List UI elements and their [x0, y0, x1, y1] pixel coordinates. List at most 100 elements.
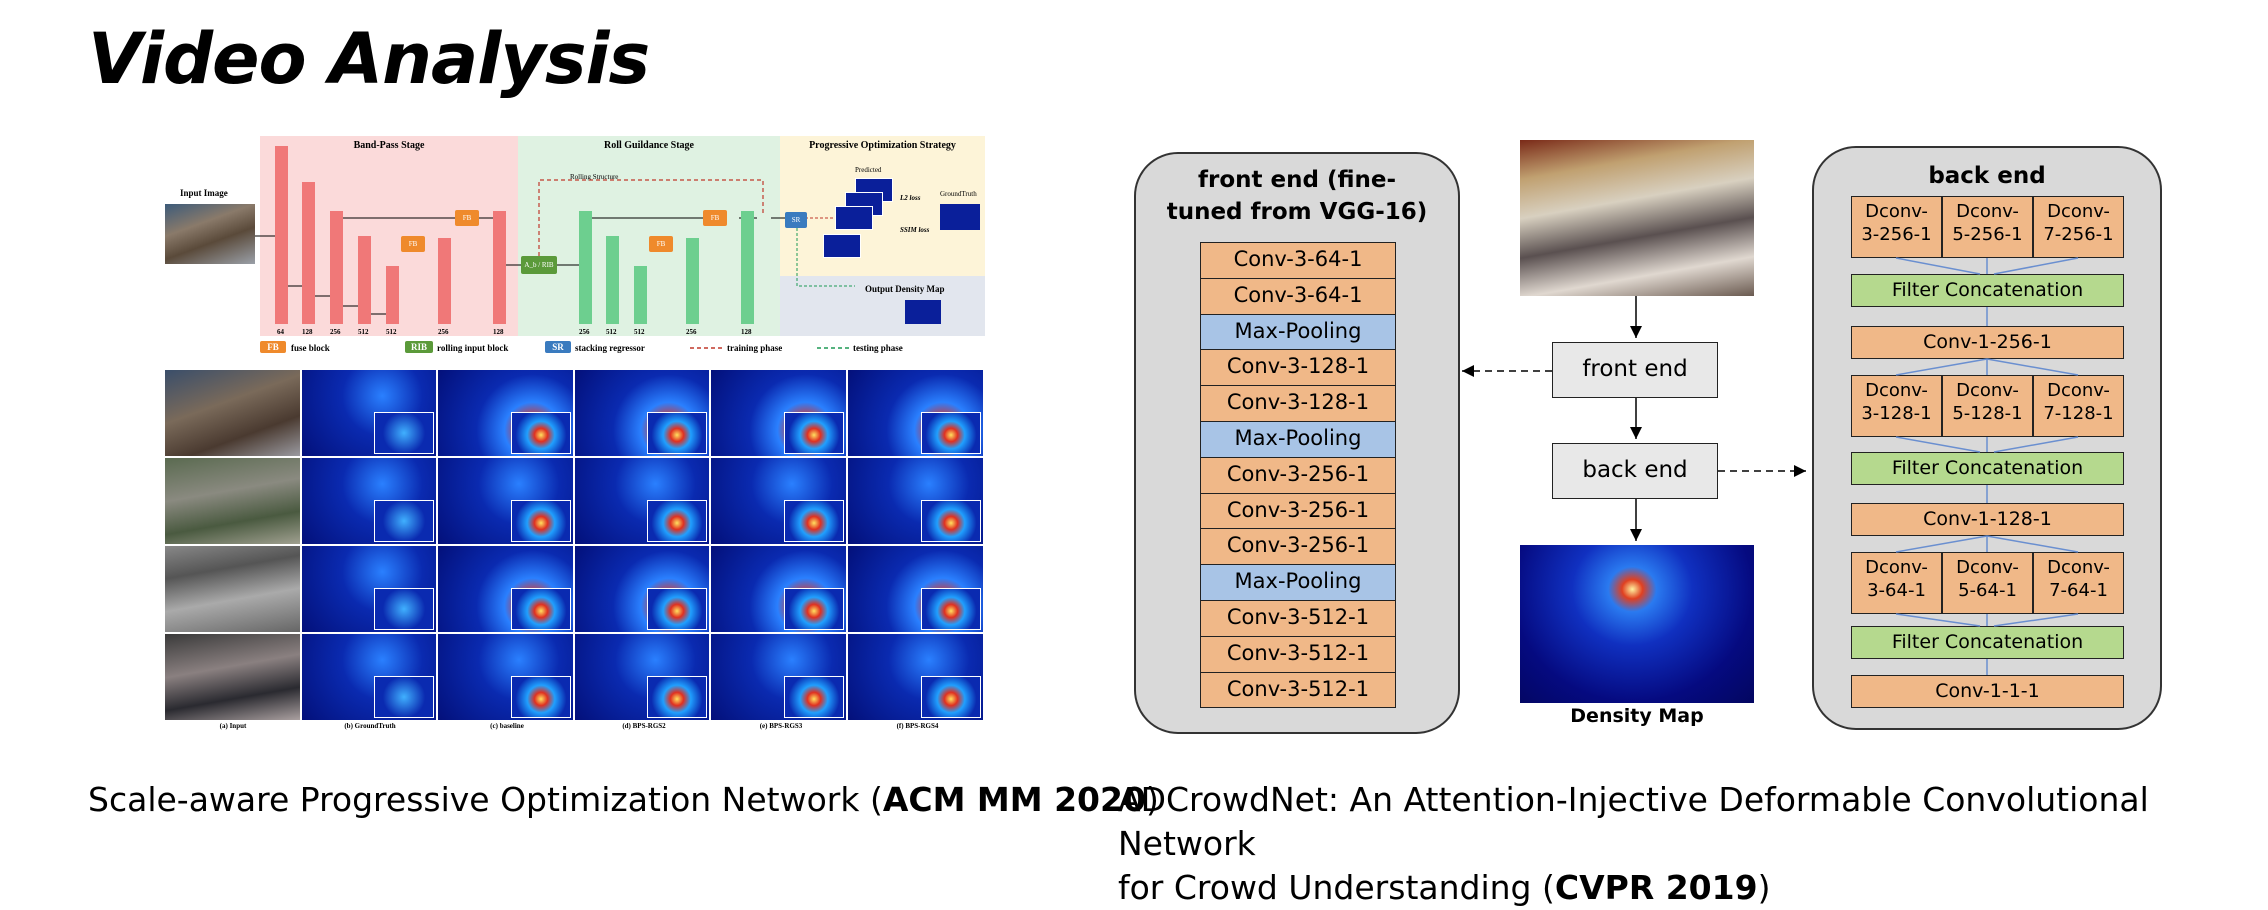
legend-sr-tag: SR — [545, 341, 571, 353]
density-map-thumbnail — [848, 634, 983, 720]
back-end-connectors — [1895, 257, 2079, 675]
density-map-thumbnail — [301, 458, 437, 544]
conv-bar — [386, 266, 399, 324]
crowd-input-image — [1520, 140, 1754, 296]
legend-training-text: training phase — [727, 343, 783, 353]
bar-label: 128 — [493, 328, 504, 336]
bar-label: 512 — [386, 328, 397, 336]
bar-label: 512 — [358, 328, 369, 336]
density-map-thumbnail — [711, 370, 846, 456]
stacking-regressor: SR — [785, 212, 807, 228]
back-end-title: back end — [1928, 163, 2046, 189]
dconv-block: Dconv-5-128-1 — [1942, 375, 2033, 437]
column-caption: (c) baseline — [490, 722, 524, 730]
slide-title: Video Analysis — [88, 18, 650, 100]
progressive-optimization-title: Progressive Optimization Strategy — [809, 140, 956, 151]
density-map-thumbnail — [574, 634, 710, 720]
groundtruth-map — [940, 204, 980, 230]
l2-loss-label: L2 loss — [900, 194, 921, 202]
conv-layer: Conv-3-256-1 — [1200, 492, 1396, 530]
legend-rib-text: rolling input block — [437, 343, 509, 353]
fuse-block: FB — [401, 236, 425, 252]
conv-bar — [302, 182, 315, 324]
zoom-inset — [510, 500, 571, 542]
conv-layer: Conv-3-128-1 — [1200, 349, 1396, 387]
groundtruth-label: GroundTruth — [940, 190, 977, 198]
filter-concatenation: Filter Concatenation — [1851, 274, 2124, 307]
band-pass-stage-title: Band-Pass Stage — [353, 140, 425, 151]
right-caption-line2: for Crowd Understanding (CVPR 2019) — [1118, 866, 2268, 910]
roll-guidance-stage-title: Roll Guildance Stage — [603, 140, 694, 151]
testing-line-icon — [817, 347, 849, 349]
zoom-inset — [920, 588, 981, 630]
density-map-image — [1520, 545, 1754, 703]
dconv-block: Dconv-7-128-1 — [2033, 375, 2124, 437]
bar-label: 128 — [302, 328, 313, 336]
conv-bar — [579, 211, 592, 324]
conv-1x1-layer: Conv-1-128-1 — [1851, 503, 2124, 536]
zoom-inset — [783, 412, 844, 454]
conv-bar — [606, 236, 619, 324]
conv-bar — [438, 238, 451, 324]
legend-rib-tag: RIB — [405, 341, 433, 353]
predicted-map — [835, 206, 873, 230]
conv-layer: Conv-3-512-1 — [1200, 635, 1396, 673]
zoom-inset — [374, 676, 435, 718]
dconv-block: Dconv-5-64-1 — [1942, 552, 2033, 614]
output-density-map-label: Output Density Map — [865, 284, 945, 294]
max-pooling-layer: Max-Pooling — [1200, 421, 1396, 458]
conv-bar — [275, 146, 288, 324]
bar-label: 512 — [634, 328, 645, 336]
rolling-input-block: A_b / RIB — [521, 256, 557, 274]
flow-arrows — [1462, 296, 1806, 541]
fuse-block: FB — [649, 236, 673, 252]
legend-sr-text: stacking regressor — [575, 343, 645, 353]
zoom-inset — [783, 588, 844, 630]
right-caption-line1: ADCrowdNet: An Attention-Injective Defor… — [1118, 780, 2149, 863]
front-end-panel: front end (fine- tuned from VGG-16) Conv… — [1134, 152, 1460, 734]
fuse-block: FB — [455, 210, 479, 226]
column-caption: (d) BPS-RGS2 — [622, 722, 666, 730]
input-crowd-thumbnail — [165, 546, 300, 632]
rolling-structure-label: Rolling Structure — [570, 173, 619, 181]
zoom-inset — [783, 500, 844, 542]
left-caption-end: ) — [1145, 780, 1159, 819]
dconv-block: Dconv-7-256-1 — [2033, 196, 2124, 258]
zoom-inset — [920, 412, 981, 454]
density-map-thumbnail — [438, 546, 573, 632]
dconv-block: Dconv-5-256-1 — [1942, 196, 2033, 258]
density-map-thumbnail — [438, 370, 573, 456]
conv-bar — [634, 266, 647, 324]
input-crowd-image — [165, 204, 255, 264]
fuse-block: FB — [703, 210, 727, 226]
density-map-thumbnail — [438, 634, 573, 720]
left-caption-text: Scale-aware Progressive Optimization Net… — [88, 780, 883, 819]
front-end-box: front end — [1552, 342, 1718, 398]
bar-label: 512 — [606, 328, 617, 336]
conv-layer: Conv-3-512-1 — [1200, 600, 1396, 637]
density-map-thumbnail — [711, 634, 846, 720]
zoom-inset — [647, 676, 708, 718]
conv-bar — [686, 238, 699, 324]
zoom-inset — [920, 500, 981, 542]
max-pooling-layer: Max-Pooling — [1200, 313, 1396, 351]
zoom-inset — [374, 500, 435, 542]
dconv-block: Dconv-3-64-1 — [1851, 552, 1942, 614]
legend-testing-text: testing phase — [853, 343, 903, 353]
conv-layer: Conv-3-256-1 — [1200, 528, 1396, 566]
zoom-inset — [510, 676, 571, 718]
density-map-thumbnail — [301, 634, 437, 720]
bar-label: 256 — [579, 328, 590, 336]
conv-1x1-layer: Conv-1-1-1 — [1851, 675, 2124, 708]
right-caption: ADCrowdNet: An Attention-Injective Defor… — [1118, 778, 2268, 910]
right-caption-venue: CVPR 2019 — [1554, 868, 1758, 907]
right-caption-line2-text: for Crowd Understanding ( — [1118, 868, 1555, 907]
column-caption: (a) Input — [219, 722, 247, 730]
density-map-thumbnail — [848, 546, 983, 632]
density-map-thumbnail — [848, 370, 983, 456]
predicted-map — [823, 234, 861, 258]
zoom-inset — [510, 412, 571, 454]
left-caption-venue: ACM MM 2020 — [882, 780, 1146, 819]
dconv-block: Dconv-3-128-1 — [1851, 375, 1942, 437]
conv-layer: Conv-3-128-1 — [1200, 385, 1396, 422]
